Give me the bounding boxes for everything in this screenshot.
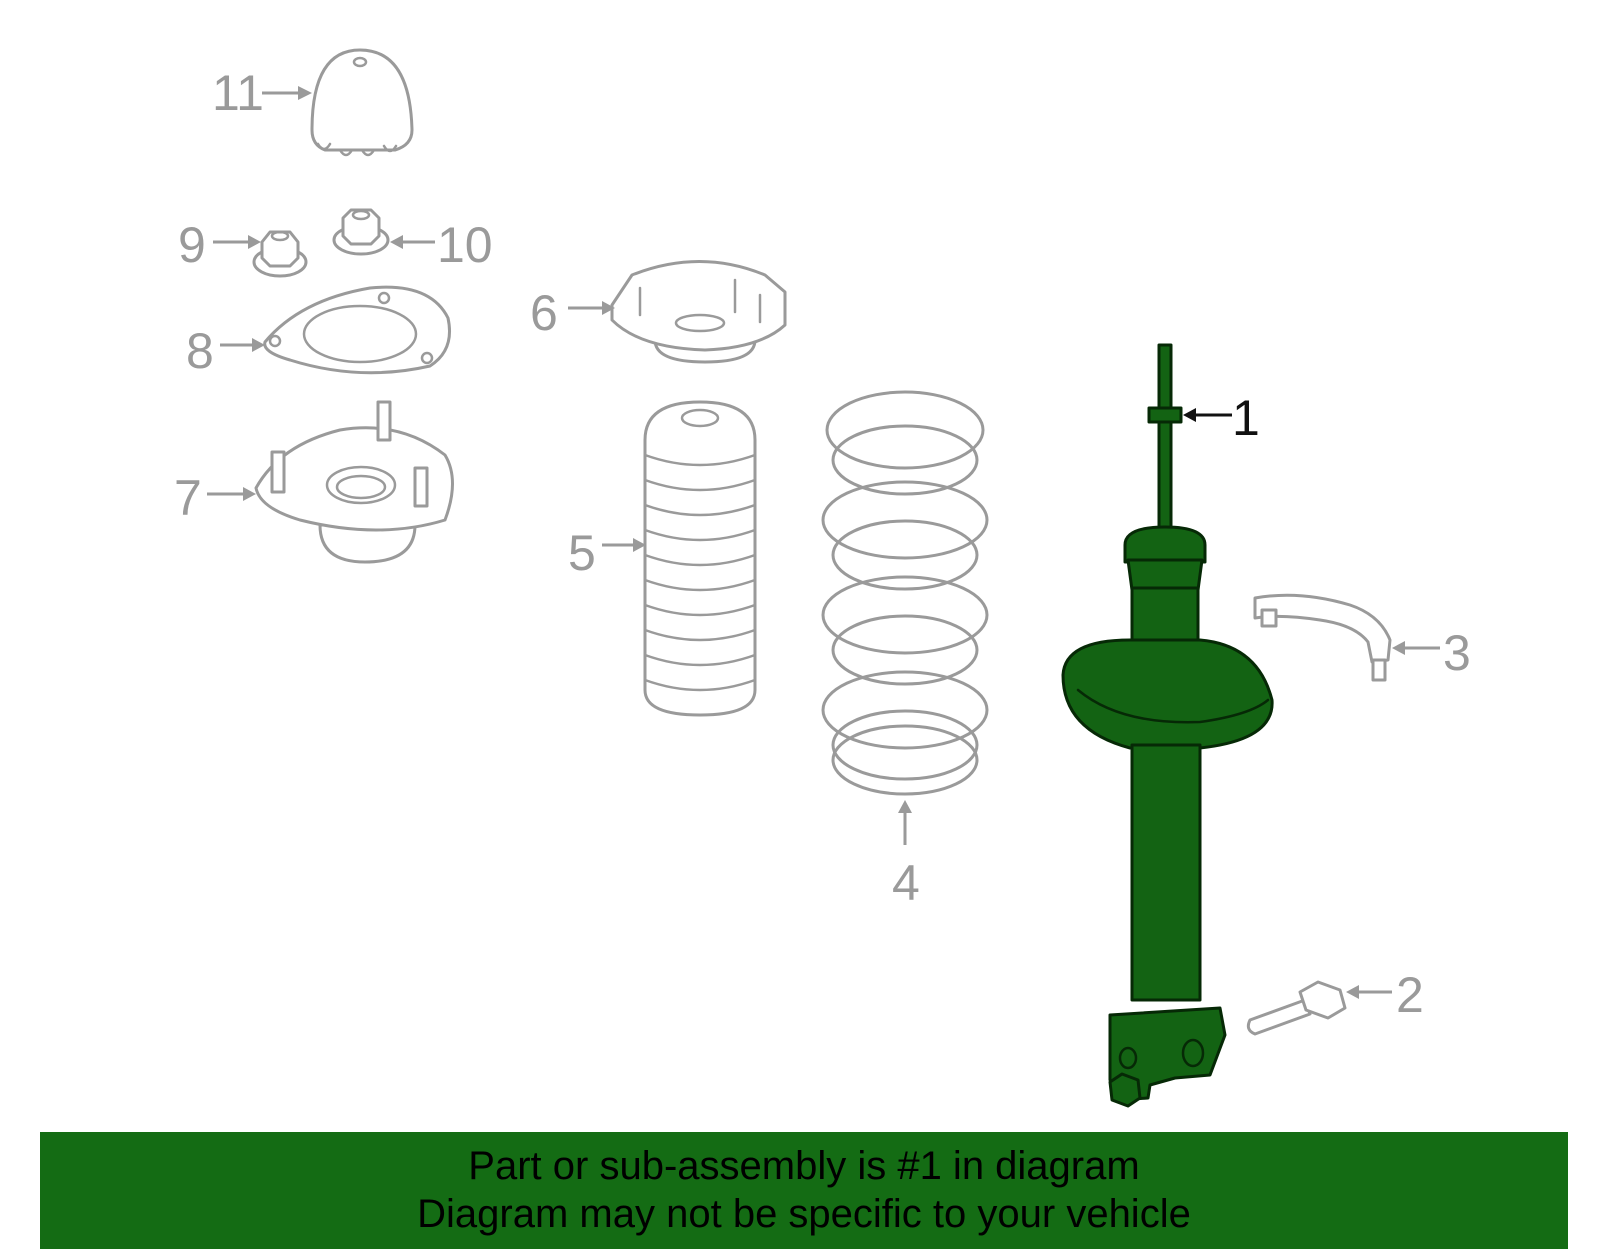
part-9-nut — [252, 230, 308, 278]
part-3-bracket — [1253, 593, 1392, 682]
banner-line-2: Diagram may not be specific to your vehi… — [417, 1192, 1191, 1236]
part-4-coil-spring — [821, 390, 989, 796]
info-banner: Part or sub-assembly is #1 in diagram Di… — [40, 1132, 1568, 1249]
part-6-spring-seat — [610, 260, 787, 364]
part-7-strut-mount — [254, 400, 454, 564]
callout-4: 4 — [892, 855, 920, 911]
callout-5: 5 — [568, 525, 596, 581]
callout-1: 1 — [1232, 390, 1260, 446]
callout-10: 10 — [437, 217, 493, 273]
part-10-nut — [332, 208, 390, 256]
callout-6: 6 — [530, 285, 558, 341]
part-5-boot — [643, 400, 757, 717]
part-11-dust-cap — [310, 48, 414, 157]
callout-9: 9 — [178, 217, 206, 273]
part-1-strut-assembly — [1061, 343, 1274, 1108]
callout-11: 11 — [212, 65, 264, 121]
callout-2: 2 — [1396, 967, 1424, 1023]
callout-8: 8 — [186, 323, 214, 379]
callout-7: 7 — [174, 470, 202, 526]
part-8-gasket — [263, 285, 451, 375]
banner-line-1: Part or sub-assembly is #1 in diagram — [468, 1144, 1140, 1188]
callout-3: 3 — [1443, 625, 1471, 681]
part-2-bolt — [1246, 980, 1347, 1036]
